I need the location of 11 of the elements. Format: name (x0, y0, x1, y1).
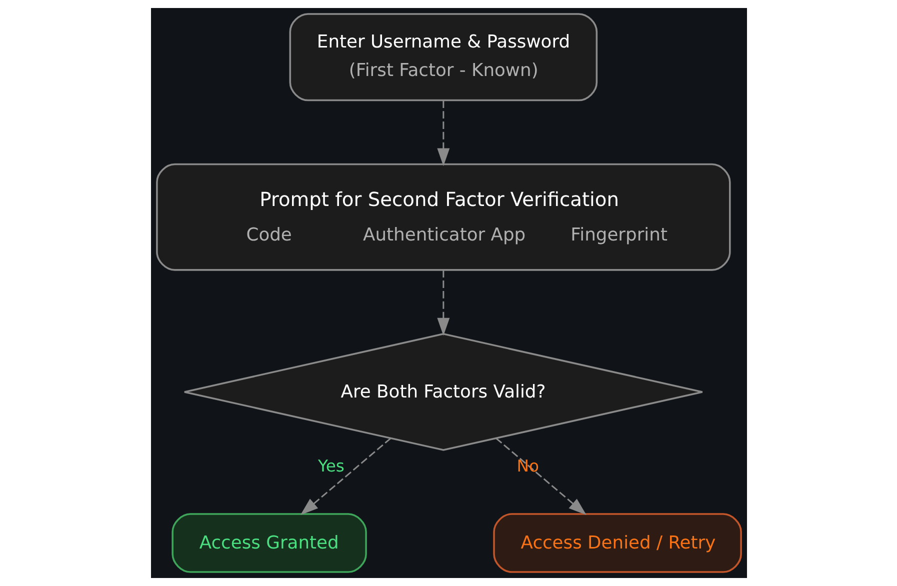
arrow (436, 100, 450, 166)
arrow (300, 438, 391, 516)
node-box: Prompt for Second Factor Verification Code Authenticator App Fingerprint (156, 163, 730, 271)
arrow (495, 438, 586, 516)
arrow (436, 270, 450, 336)
edge-label: No (516, 456, 538, 476)
node-diamond: Are Both Factors Valid? (183, 333, 703, 451)
node-box: Access Denied / Retry (492, 513, 742, 573)
edge-label: Yes (318, 456, 344, 476)
node-box: Access Granted (171, 513, 366, 573)
node-box: Enter Username & Password (First Factor - Known) (288, 13, 598, 102)
